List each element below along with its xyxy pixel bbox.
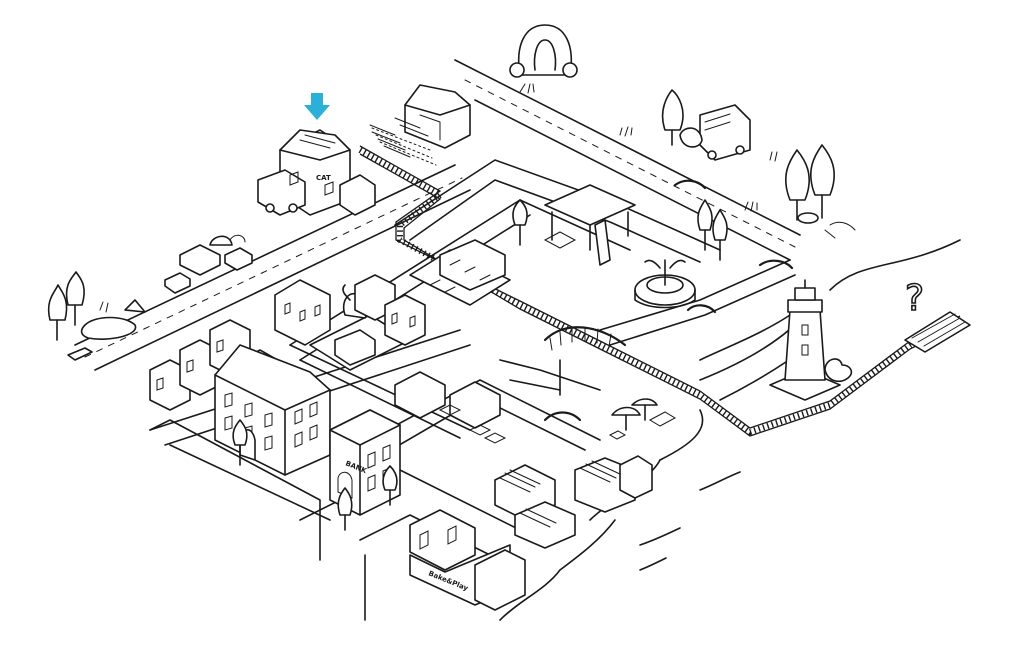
- market-stalls[interactable]: [394, 371, 507, 444]
- railway: [358, 145, 971, 437]
- lighthouse[interactable]: [769, 279, 853, 401]
- forest-right: [785, 144, 856, 239]
- central-plaza[interactable]: [274, 274, 426, 371]
- park-pond[interactable]: [47, 271, 146, 361]
- train-station[interactable]: [409, 239, 511, 306]
- greenhouses[interactable]: [494, 455, 653, 549]
- mystery-spot[interactable]: ?: [904, 277, 925, 320]
- grass-tufts: [619, 126, 778, 212]
- cat-cafe-building[interactable]: CAT: [257, 129, 376, 216]
- question-mark-icon: ?: [905, 278, 924, 319]
- rock-arch[interactable]: [509, 24, 578, 94]
- river: [499, 179, 961, 621]
- bake-and-play-shop[interactable]: Bake&Play: [409, 509, 526, 611]
- bank-building[interactable]: BANK: [329, 409, 401, 531]
- cat-cafe-sign: CAT: [316, 174, 331, 182]
- beach[interactable]: [608, 398, 677, 440]
- gas-station[interactable]: [512, 184, 728, 266]
- down-arrow-icon: [304, 93, 330, 120]
- fountain[interactable]: [634, 259, 696, 309]
- large-hotel[interactable]: [214, 344, 331, 476]
- camper-site[interactable]: [661, 89, 751, 161]
- campsite-cars[interactable]: [164, 234, 253, 294]
- farm[interactable]: [369, 84, 471, 166]
- location-marker[interactable]: [304, 93, 330, 120]
